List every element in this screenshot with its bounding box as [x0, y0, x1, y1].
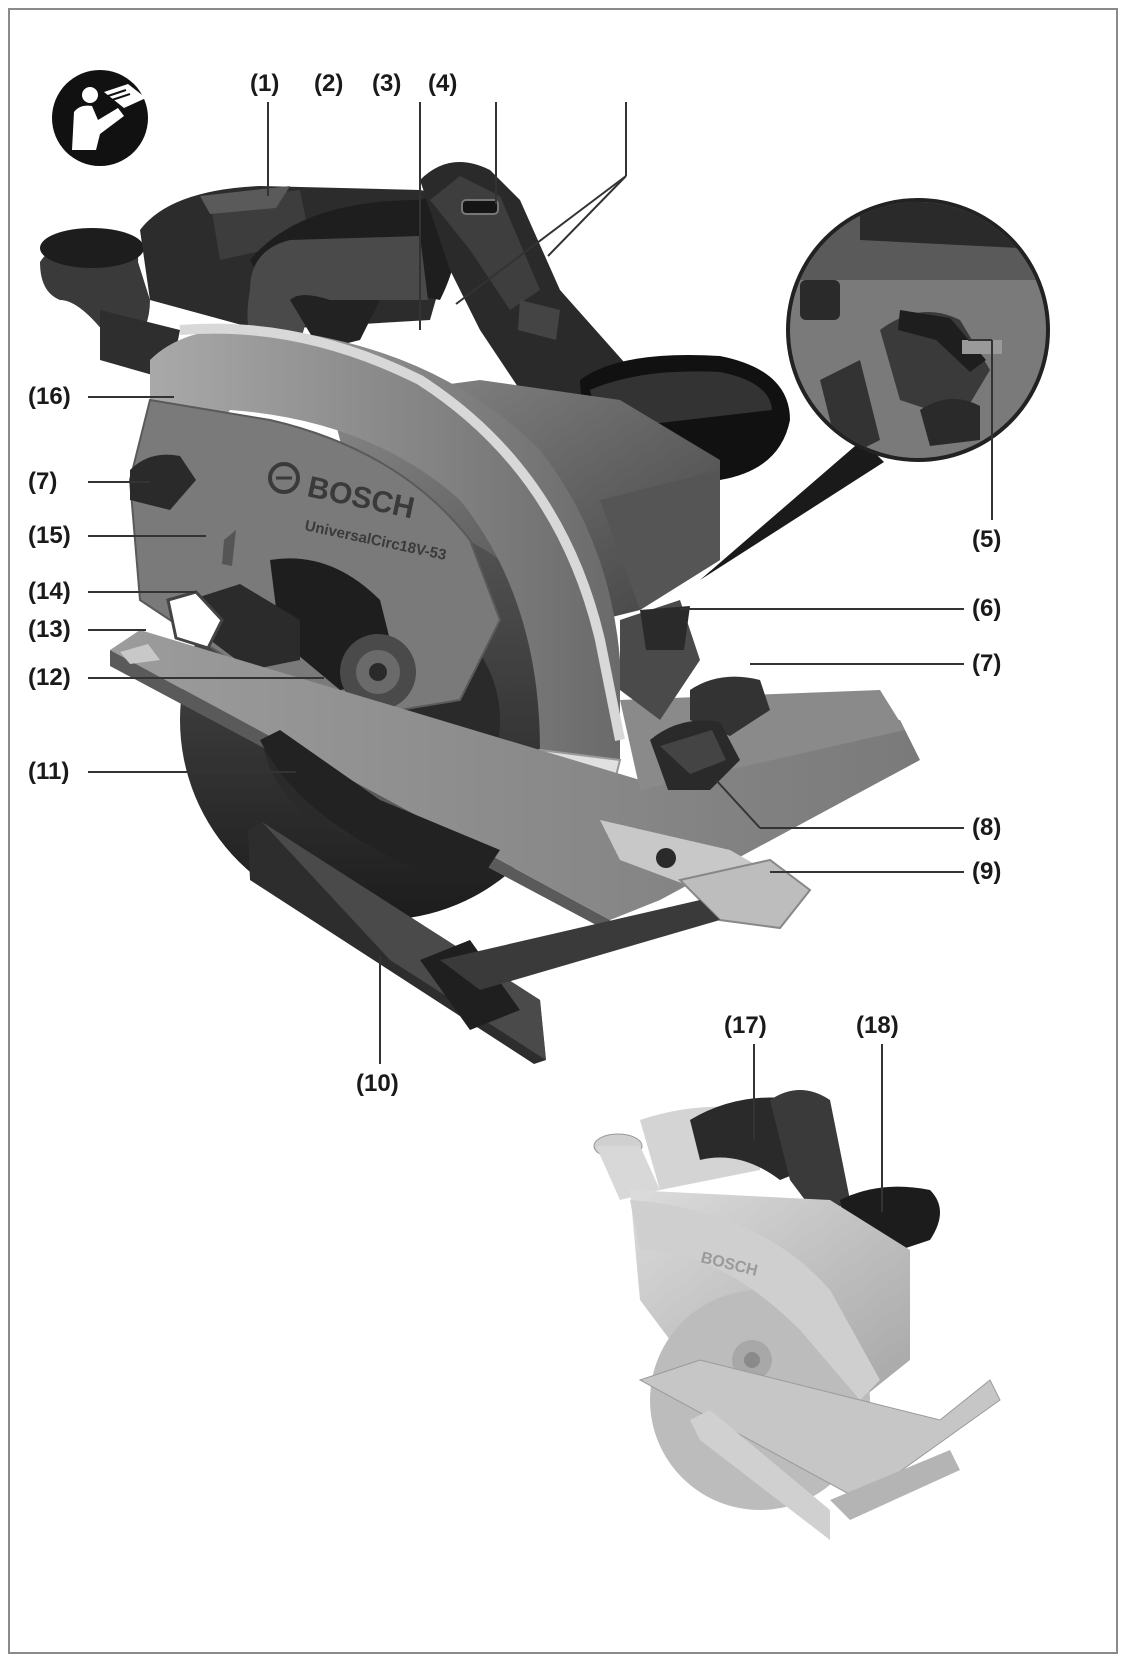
callout-12: (12) [28, 664, 71, 691]
callout-18: (18) [856, 1012, 899, 1039]
callout-16: (16) [28, 383, 71, 410]
callout-3: (3) [372, 70, 402, 97]
callout-11: (11) [28, 758, 70, 785]
callout-6: (6) [972, 595, 1002, 622]
callout-13: (13) [28, 616, 71, 643]
zoom-detail-inset [700, 198, 1050, 580]
callout-1: (1) [250, 70, 280, 97]
callout-2: (2) [314, 70, 344, 97]
callout-10: (10) [356, 1070, 399, 1097]
callout-5: (5) [972, 526, 1002, 553]
callout-14: (14) [28, 578, 71, 605]
callout-4: (4) [428, 70, 458, 97]
callout-leader-lines [88, 102, 993, 1212]
figure-frame [8, 8, 1118, 1654]
callout-9: (9) [972, 858, 1002, 885]
read-manual-icon [52, 70, 148, 166]
callout-7-left: (7) [28, 468, 58, 495]
callout-15: (15) [28, 522, 71, 549]
main-saw-illustration: BOSCH UniversalCirc18V-53 [40, 162, 920, 1064]
callout-8: (8) [972, 814, 1002, 841]
callout-17: (17) [724, 1012, 767, 1039]
bosch-logo-icon [268, 462, 300, 494]
secondary-saw-illustration: BOSCH [593, 1090, 1001, 1540]
callout-7-right: (7) [972, 650, 1002, 677]
